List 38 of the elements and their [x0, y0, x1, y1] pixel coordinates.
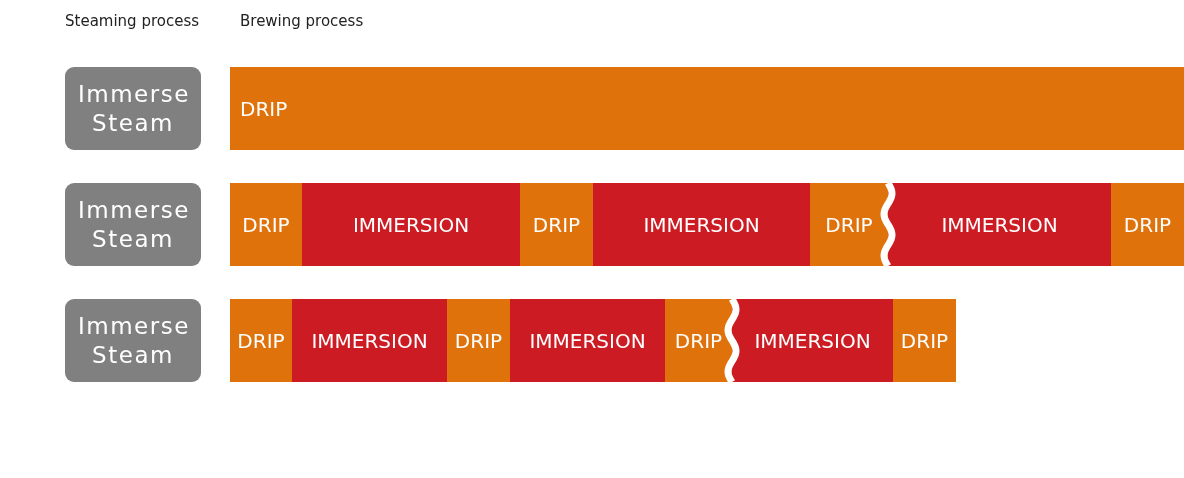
column-heading: Brewing process [240, 12, 364, 30]
drip-segment [447, 299, 510, 382]
process-step-box [65, 67, 201, 150]
drip-segment [665, 299, 732, 382]
segment-label: DRIP [240, 96, 288, 121]
segment-label: DRIP [237, 328, 285, 353]
segment-label: IMMERSION [529, 328, 646, 353]
column-heading: Steaming process [65, 12, 200, 30]
process-step-box [65, 183, 201, 266]
immersion-segment [888, 183, 1111, 266]
step-label: Immerse Steam [78, 311, 188, 370]
immersion-segment [292, 299, 447, 382]
step-label: Immerse Steam [78, 195, 188, 254]
segment-label: DRIP [900, 328, 949, 353]
segment-label: IMMERSION [754, 328, 871, 353]
step-label: Immerse Steam [78, 79, 188, 138]
drip-segment [893, 299, 956, 382]
segment-label: DRIP [242, 212, 290, 237]
segment-label: DRIP [454, 328, 503, 353]
segment-label: DRIP [1123, 212, 1172, 237]
drip-segment [230, 183, 302, 266]
segment-label: IMMERSION [352, 212, 470, 237]
immersion-segment [593, 183, 810, 266]
drip-segment [1111, 183, 1184, 266]
drip-segment [810, 183, 888, 266]
segment-label: IMMERSION [941, 212, 1058, 237]
drip-segment [230, 67, 1184, 150]
segment-label: DRIP [825, 212, 873, 237]
drip-segment [230, 299, 292, 382]
process-step-box [65, 299, 201, 382]
segment-label: IMMERSION [311, 328, 428, 353]
segment-label: IMMERSION [643, 212, 760, 237]
drip-segment [520, 183, 593, 266]
immersion-segment [510, 299, 665, 382]
immersion-segment [302, 183, 520, 266]
segment-label: DRIP [674, 328, 723, 353]
immersion-segment [732, 299, 893, 382]
segment-label: DRIP [532, 212, 581, 237]
